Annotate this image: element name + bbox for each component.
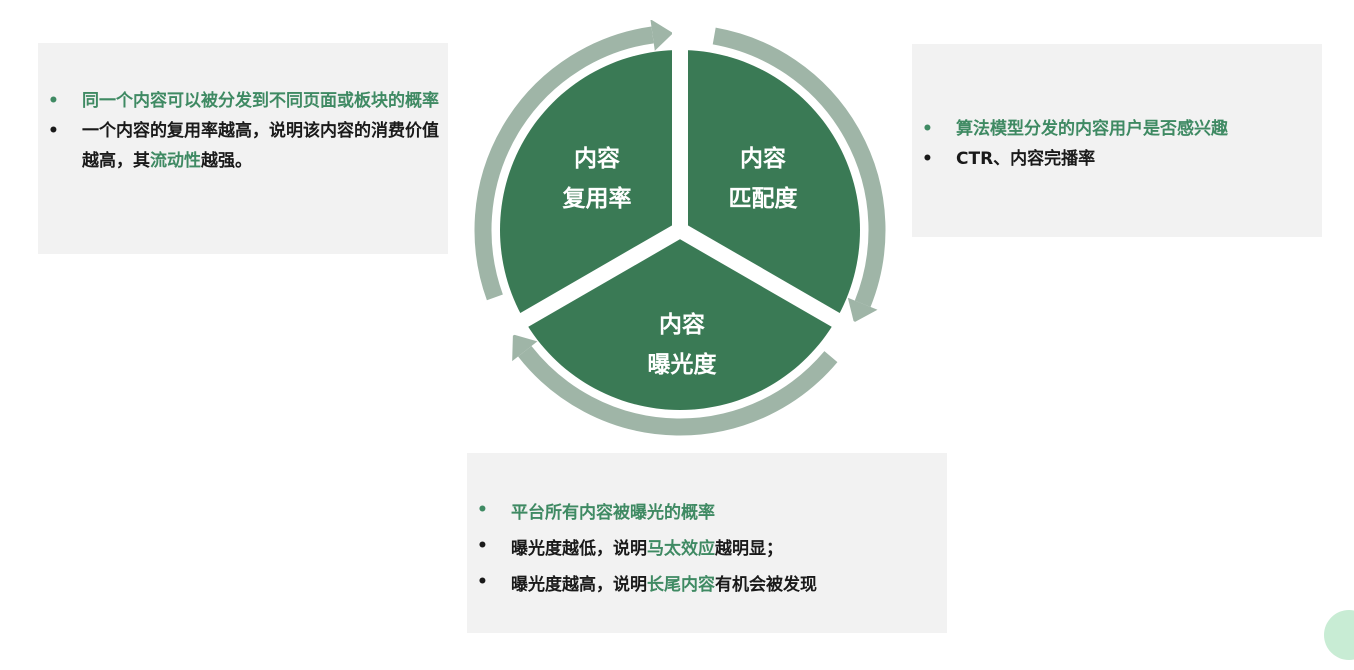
match-metrics-text: CTR、内容完播率 <box>956 149 1096 169</box>
segment-label-reuse-line2: 复用率 <box>562 185 632 212</box>
cycle-segments <box>489 20 871 410</box>
low-exposure-prefix: 曝光度越低，说明 <box>511 539 647 559</box>
list-item: • 曝光度越低，说明马太效应越明显； <box>467 531 947 567</box>
matthew-effect-highlight: 马太效应 <box>647 539 715 559</box>
bullet-icon: • <box>477 536 488 556</box>
low-exposure-suffix: 越明显； <box>715 539 783 559</box>
cycle-arrow-arc <box>474 26 654 301</box>
match-definition-text: 算法模型分发的内容用户是否感兴趣 <box>956 119 1228 139</box>
bullet-icon: • <box>477 500 488 520</box>
reuse-explanation-suffix: 越强。 <box>201 151 252 171</box>
segment-label-exposure-line1: 内容 <box>659 311 705 338</box>
segment-label-match-line2: 匹配度 <box>729 185 799 212</box>
segment-label-exposure-line2: 曝光度 <box>648 351 718 378</box>
list-item: • 曝光度越高，说明长尾内容有机会被发现 <box>467 567 947 603</box>
cycle-arrow-arc <box>518 346 838 436</box>
high-exposure-suffix: 有机会被发现 <box>715 575 817 595</box>
arrowhead-icon <box>650 20 674 51</box>
cycle-labels: 内容 复用率 内容 匹配度 内容 曝光度 <box>562 145 799 378</box>
bullet-icon: • <box>48 91 59 111</box>
list-item: • 同一个内容可以被分发到不同页面或板块的概率 <box>38 86 448 116</box>
arrowhead-icon <box>512 334 538 362</box>
segment-label-match-line1: 内容 <box>740 145 786 172</box>
segment-divider <box>489 223 685 345</box>
list-item: • 算法模型分发的内容用户是否感兴趣 <box>912 114 1322 144</box>
bullet-icon: • <box>922 119 933 139</box>
list-item: • 一个内容的复用率越高，说明该内容的消费价值越高，其流动性越强。 <box>38 116 448 176</box>
bullet-icon: • <box>48 121 59 141</box>
reuse-rate-panel: • 同一个内容可以被分发到不同页面或板块的概率 • 一个内容的复用率越高，说明该… <box>38 43 448 254</box>
cycle-arrow-ring <box>474 20 886 436</box>
segment-label-reuse-line1: 内容 <box>574 145 620 172</box>
bullet-icon: • <box>477 572 488 592</box>
exposure-definition-text: 平台所有内容被曝光的概率 <box>511 503 715 523</box>
long-tail-highlight: 长尾内容 <box>647 575 715 595</box>
exposure-panel: • 平台所有内容被曝光的概率 • 曝光度越低，说明马太效应越明显； • 曝光度越… <box>467 453 947 633</box>
bullet-icon: • <box>922 149 933 169</box>
reuse-explanation-prefix: 一个内容的复用率越高，说明该内容的消费价值越高，其 <box>82 121 439 171</box>
content-cycle-diagram: 内容 复用率 内容 匹配度 内容 曝光度 <box>474 20 886 436</box>
reuse-explanation-highlight: 流动性 <box>150 151 201 171</box>
list-item: • CTR、内容完播率 <box>912 144 1322 174</box>
arrowhead-icon <box>847 297 878 323</box>
list-item: • 平台所有内容被曝光的概率 <box>467 495 947 531</box>
cycle-arrow-arc <box>712 27 886 307</box>
reuse-definition-text: 同一个内容可以被分发到不同页面或板块的概率 <box>82 91 439 111</box>
high-exposure-prefix: 曝光度越高，说明 <box>511 575 647 595</box>
segment-divider <box>676 223 871 345</box>
corner-logo-mark <box>1324 610 1354 660</box>
match-degree-panel: • 算法模型分发的内容用户是否感兴趣 • CTR、内容完播率 <box>912 44 1322 237</box>
